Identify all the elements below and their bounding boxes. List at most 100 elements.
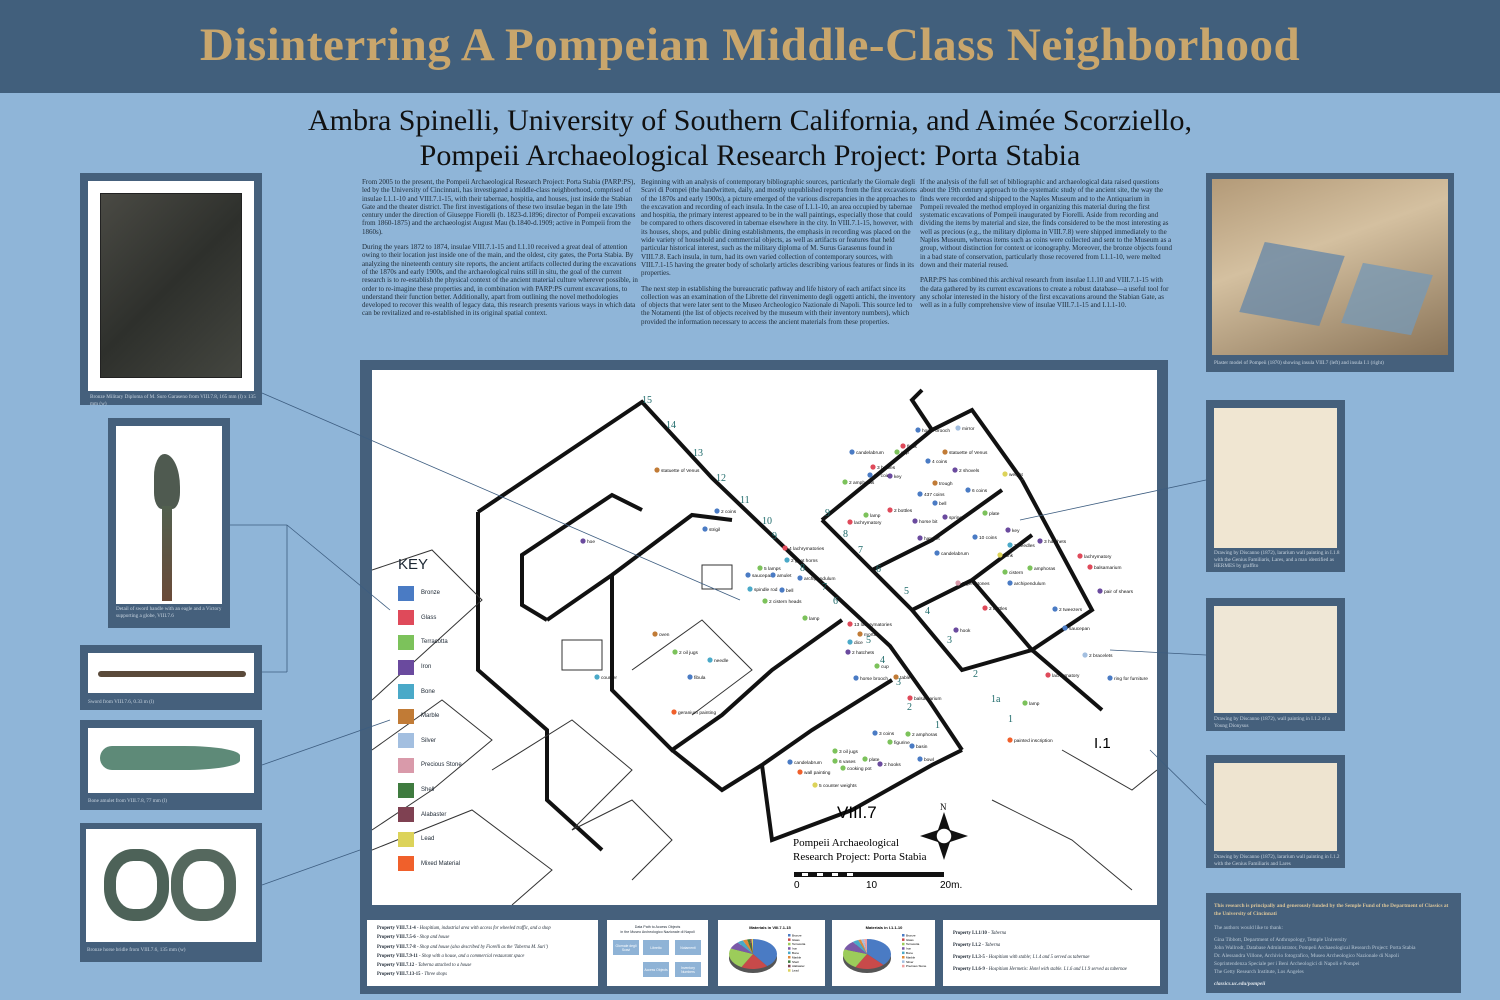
artifact-marker[interactable]: 3 bottles	[870, 464, 896, 471]
artifact-dot[interactable]	[905, 731, 911, 737]
artifact-dot[interactable]	[847, 621, 853, 627]
artifact-dot[interactable]	[784, 557, 790, 563]
artifact-marker[interactable]: table	[893, 674, 911, 681]
artifact-marker[interactable]: painted inscription	[1007, 737, 1053, 744]
artifact-marker[interactable]: cooking pot	[840, 765, 872, 772]
artifact-dot[interactable]	[932, 480, 938, 486]
artifact-dot[interactable]	[915, 427, 921, 433]
artifact-marker[interactable]: tank	[997, 552, 1014, 559]
artifact-dot[interactable]	[925, 458, 931, 464]
artifact-marker[interactable]: basin	[909, 743, 928, 750]
artifact-marker[interactable]: lachrymatory	[847, 519, 882, 526]
artifact-dot[interactable]	[1022, 700, 1028, 706]
artifact-marker[interactable]: archipendulum	[1007, 580, 1045, 587]
artifact-dot[interactable]	[907, 695, 913, 701]
artifact-marker[interactable]: 2 hatchets	[845, 649, 875, 656]
artifact-dot[interactable]	[832, 748, 838, 754]
artifact-marker[interactable]: 5 counter weights	[812, 782, 857, 789]
artifact-dot[interactable]	[1007, 542, 1013, 548]
artifact-marker[interactable]: spring	[942, 514, 962, 521]
artifact-marker[interactable]: candelabrum	[849, 449, 884, 456]
artifact-marker[interactable]: 2 bracelets	[1082, 652, 1113, 659]
artifact-marker[interactable]: weight	[1002, 471, 1024, 478]
artifact-dot[interactable]	[747, 586, 753, 592]
artifact-marker[interactable]: 2 cistern heads	[762, 598, 802, 605]
artifact-marker[interactable]: 4 lachrymatories	[782, 545, 825, 552]
artifact-dot[interactable]	[887, 507, 893, 513]
artifact-dot[interactable]	[862, 756, 868, 762]
artifact-dot[interactable]	[942, 449, 948, 455]
artifact-marker[interactable]: saucepan	[745, 572, 773, 579]
artifact-marker[interactable]: saucepan	[1062, 625, 1090, 632]
artifact-marker[interactable]: needle	[707, 657, 729, 664]
artifact-dot[interactable]	[877, 761, 883, 767]
artifact-dot[interactable]	[779, 587, 785, 593]
artifact-marker[interactable]: balsamarium	[907, 695, 941, 702]
artifact-marker[interactable]: lachrymatory	[1045, 672, 1080, 679]
artifact-dot[interactable]	[1062, 625, 1068, 631]
artifact-marker[interactable]: 5 lamps	[757, 565, 781, 572]
artifact-marker[interactable]: amphoras	[1027, 565, 1056, 572]
artifact-dot[interactable]	[714, 508, 720, 514]
artifact-marker[interactable]: 2 amphoras	[905, 731, 938, 738]
artifact-marker[interactable]: 2 amphoras	[842, 479, 875, 486]
artifact-marker[interactable]: amulet	[770, 572, 792, 579]
artifact-marker[interactable]: mirror	[955, 425, 975, 432]
artifact-dot[interactable]	[953, 627, 959, 633]
artifact-dot[interactable]	[997, 552, 1003, 558]
artifact-dot[interactable]	[982, 605, 988, 611]
artifact-marker[interactable]: horse brooch	[915, 427, 950, 434]
artifact-dot[interactable]	[707, 657, 713, 663]
artifact-marker[interactable]: 2 tweezers	[1052, 606, 1083, 613]
artifact-dot[interactable]	[1082, 652, 1088, 658]
artifact-marker[interactable]: candelabrum	[787, 759, 822, 766]
artifact-dot[interactable]	[874, 663, 880, 669]
artifact-dot[interactable]	[894, 449, 900, 455]
artifact-dot[interactable]	[1002, 471, 1008, 477]
artifact-dot[interactable]	[917, 535, 923, 541]
artifact-marker[interactable]: candelabrum	[934, 550, 969, 557]
artifact-dot[interactable]	[1007, 580, 1013, 586]
artifact-dot[interactable]	[745, 572, 751, 578]
artifact-marker[interactable]: horse brooch	[853, 675, 888, 682]
artifact-dot[interactable]	[887, 473, 893, 479]
artifact-marker[interactable]: 437 coins	[917, 491, 945, 498]
artifact-dot[interactable]	[832, 758, 838, 764]
artifact-marker[interactable]: cistern	[1002, 569, 1023, 576]
artifact-marker[interactable]: 2 hooks	[877, 761, 901, 768]
artifact-dot[interactable]	[887, 739, 893, 745]
artifact-marker[interactable]: 2 coins	[714, 508, 737, 515]
artifact-marker[interactable]: wall painting	[797, 769, 831, 776]
artifact-marker[interactable]: pair of shears	[1097, 588, 1134, 595]
artifact-dot[interactable]	[982, 510, 988, 516]
artifact-dot[interactable]	[671, 709, 677, 715]
artifact-dot[interactable]	[594, 674, 600, 680]
artifact-marker[interactable]: plate	[862, 756, 880, 763]
artifact-dot[interactable]	[912, 518, 918, 524]
artifact-marker[interactable]: statuette of Venus	[654, 467, 700, 474]
artifact-marker[interactable]: 13 lachrymatories	[847, 621, 892, 628]
artifact-marker[interactable]: 2 shovels	[952, 467, 980, 474]
artifact-dot[interactable]	[847, 639, 853, 645]
artifact-marker[interactable]: 2 gemstones	[955, 580, 990, 587]
artifact-dot[interactable]	[955, 425, 961, 431]
artifact-marker[interactable]: plate	[982, 510, 1000, 517]
artifact-marker[interactable]: balsamarium	[1087, 564, 1121, 571]
artifact-marker[interactable]: figurine	[887, 739, 910, 746]
artifact-dot[interactable]	[872, 730, 878, 736]
artifact-marker[interactable]: flask	[900, 443, 917, 450]
artifact-dot[interactable]	[952, 467, 958, 473]
artifact-dot[interactable]	[802, 615, 808, 621]
artifact-marker[interactable]: 2 oil jugs	[672, 649, 699, 656]
artifact-dot[interactable]	[672, 649, 678, 655]
artifact-dot[interactable]	[863, 512, 869, 518]
artifact-marker[interactable]: key	[1005, 527, 1020, 534]
artifact-marker[interactable]: bowl	[917, 756, 934, 763]
artifact-marker[interactable]: hatchet	[917, 535, 940, 542]
artifact-marker[interactable]: key	[887, 473, 902, 480]
artifact-dot[interactable]	[840, 765, 846, 771]
artifact-marker[interactable]: geranium painting	[671, 709, 716, 716]
artifact-marker[interactable]: 2 bottles	[982, 605, 1008, 612]
artifact-dot[interactable]	[1097, 588, 1103, 594]
artifact-dot[interactable]	[1037, 538, 1043, 544]
